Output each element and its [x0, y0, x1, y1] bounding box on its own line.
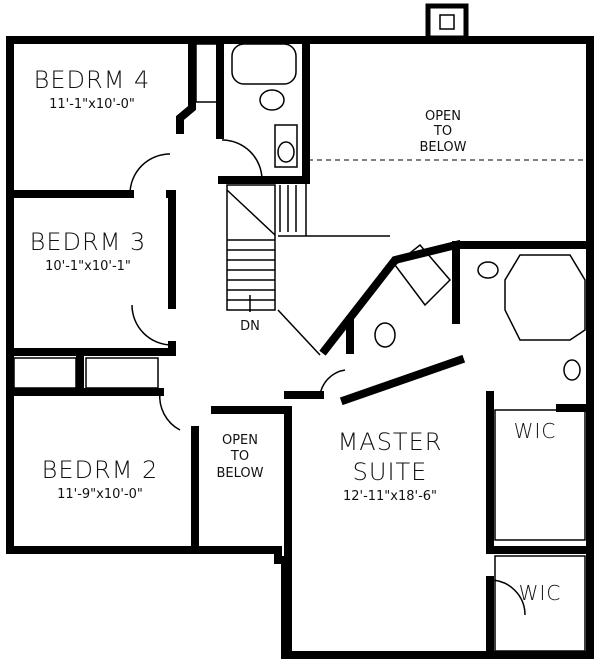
room-master-suite: MASTER SUITE 12'-11"x18'-6" — [338, 428, 443, 504]
room-size: 10'-1"x10'-1" — [45, 259, 131, 274]
room-size: 11'-9"x10'-0" — [57, 487, 143, 502]
open-to-below-small: OPEN TO BELOW — [217, 433, 264, 481]
stairs-down-label: DN — [240, 319, 260, 334]
interior-walls — [6, 36, 594, 659]
wic-label-1: WIC — [514, 419, 557, 443]
room-size: 12'-11"x18'-6" — [343, 489, 437, 504]
shower — [393, 243, 452, 307]
closets — [13, 43, 586, 652]
open-to-below-top: OPEN TO BELOW — [420, 109, 467, 155]
master-sink-1 — [477, 261, 499, 279]
bath-fixtures — [231, 43, 586, 381]
label-line: OPEN — [222, 433, 258, 448]
bathtub — [231, 43, 297, 85]
room-name: BEDRM 4 — [34, 66, 151, 94]
master-toilet — [374, 322, 396, 348]
toilet — [259, 89, 285, 111]
master-sink-2 — [563, 359, 581, 381]
doors — [129, 139, 526, 616]
room-name: BEDRM 2 — [42, 456, 159, 484]
label-line: TO — [230, 449, 249, 464]
open-to-below-boundary — [278, 159, 588, 237]
sink — [274, 124, 298, 168]
room-bedrm-4: BEDRM 4 11'-1"x10'-0" — [34, 66, 151, 112]
wic-label-2: WIC — [519, 581, 562, 605]
room-name-line2: SUITE — [353, 458, 428, 486]
label-line: TO — [433, 124, 452, 139]
room-bedrm-2: BEDRM 2 11'-9"x10'-0" — [42, 456, 159, 502]
label-line: BELOW — [217, 466, 264, 481]
room-size: 11'-1"x10'-0" — [49, 97, 135, 112]
room-name-line1: MASTER — [338, 428, 443, 456]
chimney — [425, 3, 469, 41]
label-line: BELOW — [420, 140, 467, 155]
room-bedrm-3: BEDRM 3 10'-1"x10'-1" — [30, 228, 147, 274]
exterior-walls — [6, 36, 594, 659]
stairs — [226, 184, 321, 356]
label-line: OPEN — [425, 109, 461, 124]
master-tub — [504, 254, 586, 341]
room-name: BEDRM 3 — [30, 228, 147, 256]
